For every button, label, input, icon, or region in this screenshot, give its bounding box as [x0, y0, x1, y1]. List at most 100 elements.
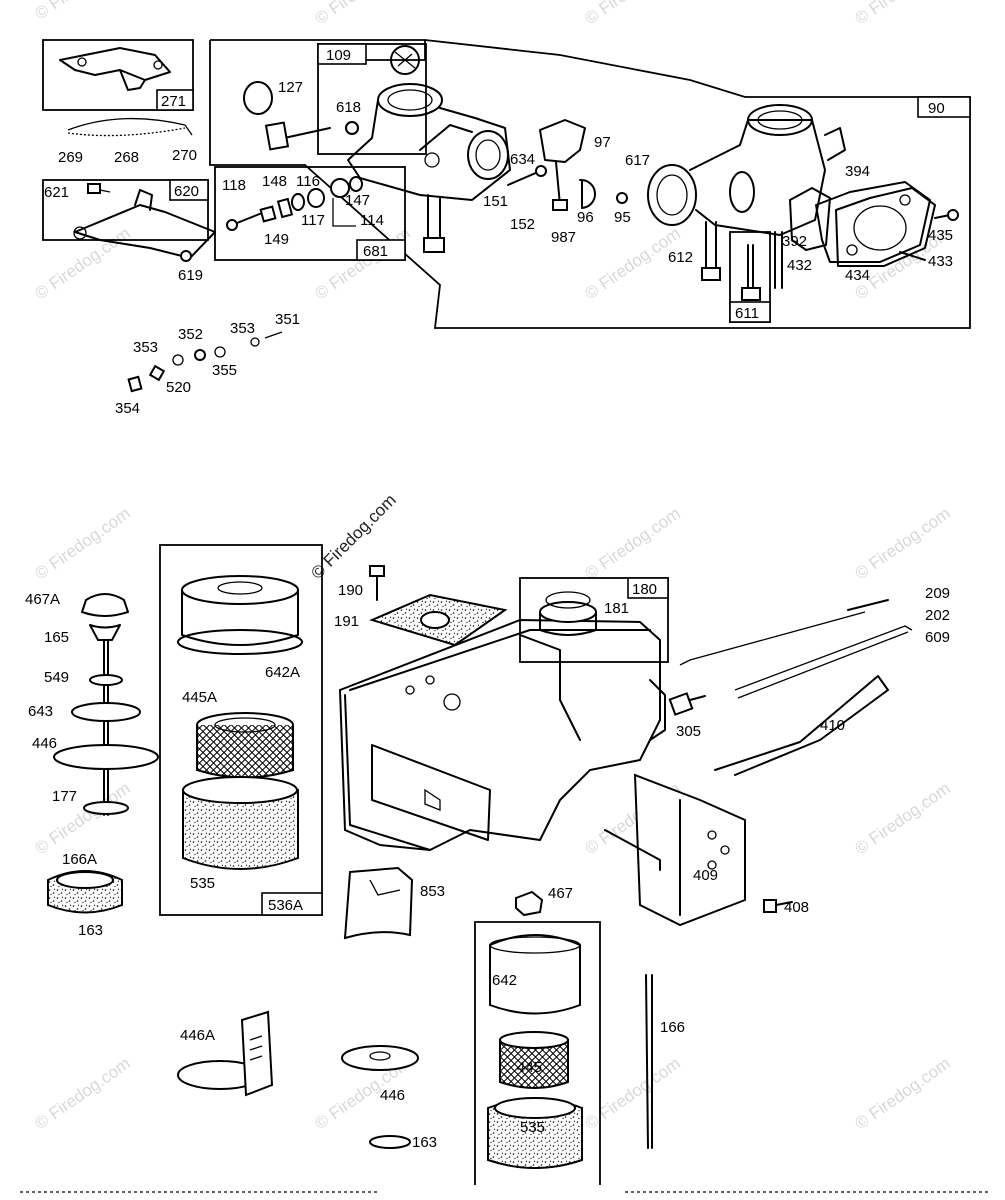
label-269: 269 — [58, 149, 83, 166]
box-611-label: 611 — [735, 305, 759, 322]
label-353-right: 353 — [230, 320, 255, 337]
box-90-tag — [917, 96, 971, 118]
label-117: 117 — [301, 212, 325, 229]
box-180-label: 180 — [632, 581, 657, 598]
box-180-tag — [627, 577, 669, 599]
box-620-tag — [169, 179, 209, 201]
label-354: 354 — [115, 400, 140, 417]
label-467: 467 — [548, 885, 573, 902]
box-180-frame — [519, 577, 669, 663]
gasket-icon — [369, 593, 508, 647]
label-617: 617 — [625, 152, 650, 169]
screw-icon — [369, 565, 385, 601]
gasket-icon — [243, 81, 273, 115]
label-270: 270 — [172, 147, 197, 164]
label-181: 181 — [604, 600, 629, 617]
rod-icon — [714, 675, 889, 776]
choke-icon — [390, 45, 420, 75]
box-109-frame — [317, 43, 427, 155]
label-410: 410 — [820, 717, 845, 734]
box-right-filter-frame — [474, 921, 601, 1185]
label-152: 152 — [510, 216, 535, 233]
label-353-left: 353 — [133, 339, 158, 356]
screw-icon — [616, 192, 628, 204]
box-90-label: 90 — [928, 100, 945, 117]
label-151: 151 — [483, 193, 508, 210]
label-118: 118 — [222, 177, 246, 194]
label-351: 351 — [275, 311, 300, 328]
label-191: 191 — [334, 613, 359, 630]
watermark: © Firedog.com — [31, 504, 133, 584]
watermark: © Firedog.com — [31, 779, 133, 859]
label-408: 408 — [784, 899, 809, 916]
pin-icon — [899, 251, 926, 261]
label-619: 619 — [178, 267, 203, 284]
watermark: © Firedog.com — [31, 1054, 133, 1134]
label-190: 190 — [338, 582, 363, 599]
label-535-left: 535 — [190, 875, 215, 892]
bolt-icon — [741, 244, 761, 301]
group-620: 620 — [42, 179, 216, 259]
screw-icon — [934, 209, 959, 221]
label-467A: 467A — [25, 591, 60, 608]
box-536A-frame — [159, 544, 323, 916]
gasket-icon — [789, 181, 936, 267]
watermark: © Firedog.com — [851, 1054, 953, 1134]
label-392: 392 — [782, 233, 807, 250]
label-621: 621 — [44, 184, 69, 201]
label-166: 166 — [660, 1019, 685, 1036]
screw-icon — [226, 212, 263, 231]
watermark: © Firedog.com — [851, 779, 953, 859]
watermark: © Firedog.com — [851, 504, 953, 584]
label-165: 165 — [44, 629, 69, 646]
screw-icon — [763, 899, 793, 913]
label-642: 642 — [492, 972, 517, 989]
box-681-label: 681 — [363, 243, 388, 260]
label-433: 433 — [928, 253, 953, 270]
label-177: 177 — [52, 788, 77, 805]
label-618: 618 — [336, 99, 361, 116]
bracket-icon — [73, 189, 216, 259]
linkage-icon — [679, 599, 913, 699]
shield-icon — [343, 866, 414, 940]
box-681-tag — [356, 239, 406, 261]
label-446A: 446A — [180, 1027, 215, 1044]
label-127: 127 — [278, 79, 303, 96]
box-536A-label: 536A — [268, 897, 303, 914]
label-163-bottom: 163 — [412, 1134, 437, 1151]
label-434: 434 — [845, 267, 870, 284]
spring-icon — [67, 117, 193, 137]
label-853: 853 — [420, 883, 445, 900]
screw-icon — [180, 250, 192, 262]
label-435: 435 — [928, 227, 953, 244]
label-97: 97 — [594, 134, 611, 151]
label-114: 114 — [360, 212, 384, 229]
box-271-frame — [42, 39, 194, 111]
wing-nut-icon — [515, 890, 544, 917]
watermark: © Firedog.com — [581, 0, 683, 28]
label-643: 643 — [28, 703, 53, 720]
label-394: 394 — [845, 163, 870, 180]
box-271-tag — [156, 89, 194, 111]
shaft-icon — [264, 121, 359, 151]
box-90-frame — [209, 39, 971, 329]
label-520: 520 — [166, 379, 191, 396]
label-352: 352 — [178, 326, 203, 343]
screw-icon — [127, 331, 283, 393]
stud-icon — [645, 974, 653, 1149]
label-535-right: 535 — [520, 1119, 545, 1136]
watermark: © Firedog.com — [31, 224, 133, 304]
air-filter-icon — [177, 575, 303, 870]
label-445A: 445A — [182, 689, 217, 706]
label-446-left: 446 — [32, 735, 57, 752]
label-609: 609 — [925, 629, 950, 646]
watermark: © Firedog.com — [851, 0, 953, 28]
box-620-label: 620 — [174, 183, 199, 200]
label-305: 305 — [676, 723, 701, 740]
label-147: 147 — [345, 192, 370, 209]
label-96: 96 — [577, 209, 594, 226]
watermark: © Firedog.com — [311, 224, 413, 304]
label-432: 432 — [787, 257, 812, 274]
watermark: © Firedog.com — [581, 504, 683, 584]
box-536A-tag — [261, 892, 323, 916]
